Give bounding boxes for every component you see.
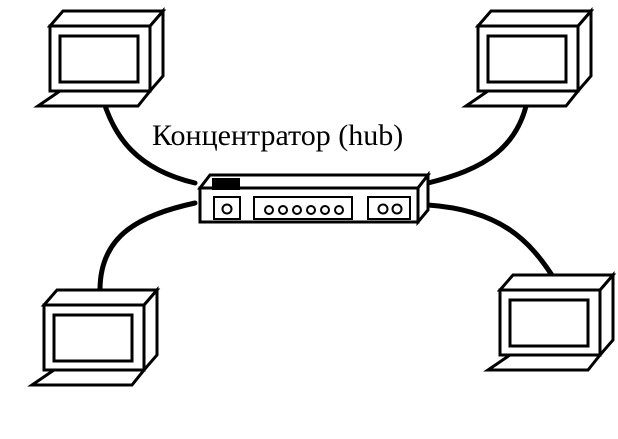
hub-device — [196, 170, 432, 227]
cable-bottom-left — [97, 200, 198, 293]
cable-bottom-right — [425, 202, 558, 283]
hub-port — [221, 203, 233, 215]
hub-port-group-3 — [367, 196, 411, 220]
hub-port — [320, 205, 330, 215]
computer-bottom-right — [486, 273, 615, 372]
hub-port — [334, 205, 344, 215]
hub-port — [306, 205, 316, 215]
hub-port — [264, 205, 274, 215]
hub-port — [377, 203, 389, 215]
hub-port — [292, 205, 302, 215]
computer-top-left — [36, 9, 165, 108]
hub-indicator — [212, 178, 240, 190]
computer-top-right — [464, 9, 593, 108]
hub-port — [391, 203, 403, 215]
hub-label: Концентратор (hub) — [152, 119, 403, 152]
hub-port — [278, 205, 288, 215]
computer-bottom-left — [30, 288, 159, 387]
